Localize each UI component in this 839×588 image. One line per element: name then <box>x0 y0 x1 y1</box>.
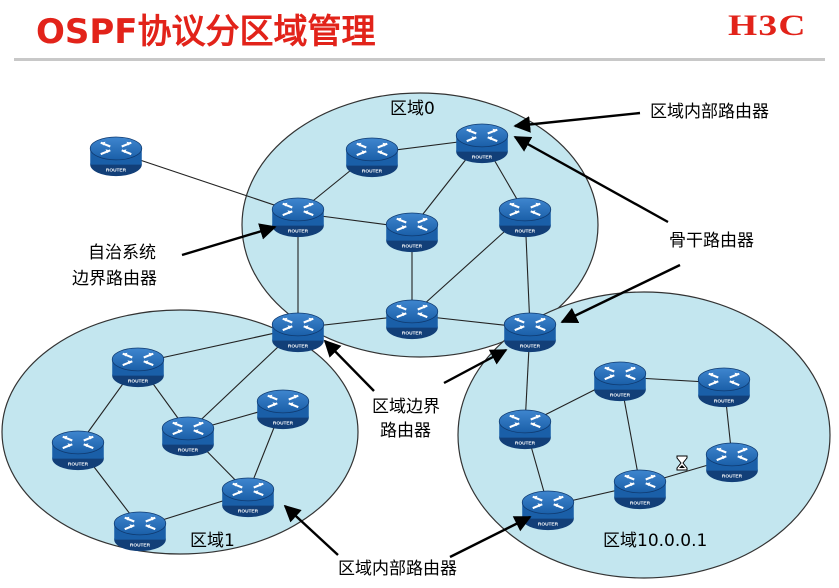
router-area1-d <box>51 430 105 472</box>
router-area1-c <box>161 416 215 458</box>
router-area0-right <box>498 197 552 239</box>
callout-arrows <box>181 111 681 559</box>
router-area0-bottom <box>385 299 439 341</box>
router-abr-left <box>271 312 325 354</box>
router-area0-top-left <box>345 137 399 179</box>
internal-router-label-bottom: 区域内部路由器 <box>338 559 457 579</box>
title-divider <box>14 58 825 61</box>
hourglass-icon <box>676 455 688 471</box>
page-title: OSPF协议分区域管理 <box>36 12 376 52</box>
internal-router-label-top: 区域内部路由器 <box>650 102 769 122</box>
router-standalone <box>89 136 143 178</box>
abr-label-line1: 区域边界 <box>372 397 440 417</box>
router-area10-d <box>705 442 759 484</box>
area-1-label: 区域1 <box>190 531 235 551</box>
router-area0-top-right <box>455 123 509 165</box>
area-10-label: 区域10.0.0.1 <box>603 531 707 551</box>
router-area1-b <box>256 389 310 431</box>
router-asbr <box>271 197 325 239</box>
h3c-logo: H3C <box>728 9 807 42</box>
router-area1-e <box>221 477 275 519</box>
area-0-label: 区域0 <box>390 99 435 119</box>
router-area10-c <box>498 409 552 451</box>
router-abr-right <box>503 312 557 354</box>
asbr-label-line2: 边界路由器 <box>72 269 157 289</box>
router-area10-a <box>593 361 647 403</box>
asbr-label-line1: 自治系统 <box>88 243 156 263</box>
router-area10-b <box>697 367 751 409</box>
backbone-router-label: 骨干路由器 <box>669 231 754 251</box>
abr-label-line2: 路由器 <box>380 421 431 441</box>
router-area10-e <box>613 469 667 511</box>
router-area0-center <box>385 212 439 254</box>
router-area1-f <box>113 511 167 553</box>
router-area10-f <box>521 490 575 532</box>
router-area1-a <box>111 347 165 389</box>
